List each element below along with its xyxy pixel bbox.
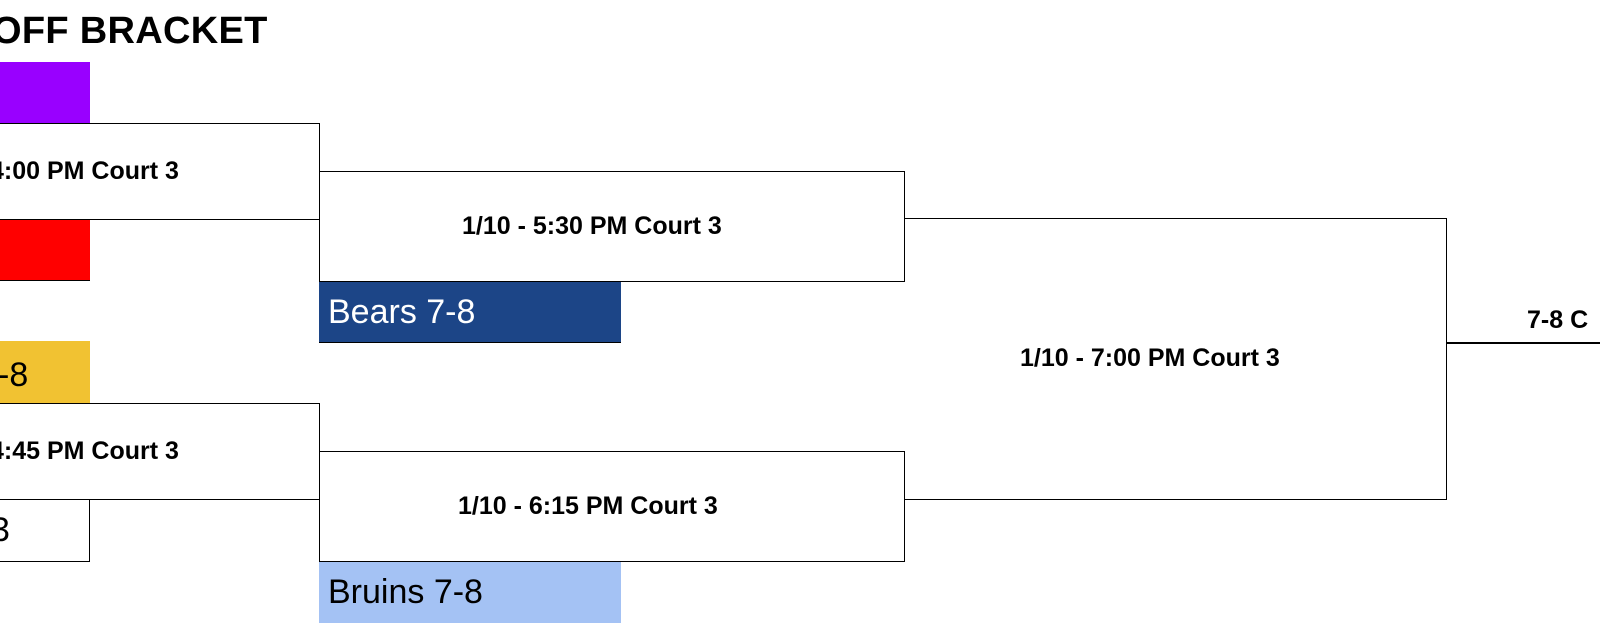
team-slot-red[interactable]	[0, 220, 90, 281]
team-name: 3	[0, 511, 10, 550]
game-box-r2-g2	[319, 451, 905, 562]
team-slot-bears[interactable]: Bears 7-8	[319, 282, 621, 343]
game-label-r2-g1: 1/10 - 5:30 PM Court 3	[462, 212, 722, 240]
team-slot-bruins[interactable]: Bruins 7-8	[319, 562, 621, 623]
game-label-r1-g1: 4:00 PM Court 3	[0, 157, 179, 185]
champion-label: 7-8 C	[1527, 306, 1589, 334]
team-slot-purple[interactable]	[0, 62, 90, 124]
team-slot-gold[interactable]: -8	[0, 341, 90, 403]
bracket-title: OFF BRACKET	[0, 10, 268, 52]
team-name: Bears 7-8	[328, 292, 476, 331]
team-slot-white[interactable]: 3	[0, 499, 90, 562]
team-name: Bruins 7-8	[328, 573, 483, 611]
game-box-final	[904, 218, 1447, 500]
game-label-r1-g2: 4:45 PM Court 3	[0, 437, 179, 465]
game-label-final: 1/10 - 7:00 PM Court 3	[1020, 344, 1280, 372]
team-name: -8	[0, 355, 29, 394]
connector-champion	[1446, 342, 1600, 344]
game-box-r2-g1	[319, 171, 905, 282]
game-label-r2-g2: 1/10 - 6:15 PM Court 3	[458, 492, 718, 520]
